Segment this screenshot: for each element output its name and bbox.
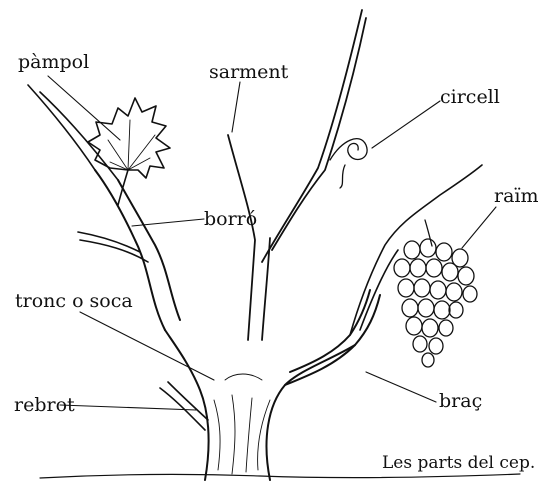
grape-cluster [394,220,477,367]
right-arm [285,290,380,385]
label-borro: borró [204,210,257,229]
label-rebrot: rebrot [14,396,75,415]
label-circell: circell [440,88,500,107]
label-tronc: tronc o soca [15,292,133,311]
label-pampol: pàmpol [18,53,89,72]
center-cane [228,135,270,340]
upper-cane [262,10,366,262]
label-brac: braç [439,392,482,411]
label-raim: raïm [494,187,539,206]
ground-line [40,474,520,478]
caption: Les parts del cep. [382,455,535,472]
label-sarment: sarment [209,63,288,82]
trunk-texture [214,374,270,474]
leaf-stem [118,170,128,205]
tendril [330,139,367,188]
leaf-veins [108,120,155,170]
leader-lines [48,76,496,410]
rebrot-shoot [160,382,208,430]
trunk [165,330,355,480]
